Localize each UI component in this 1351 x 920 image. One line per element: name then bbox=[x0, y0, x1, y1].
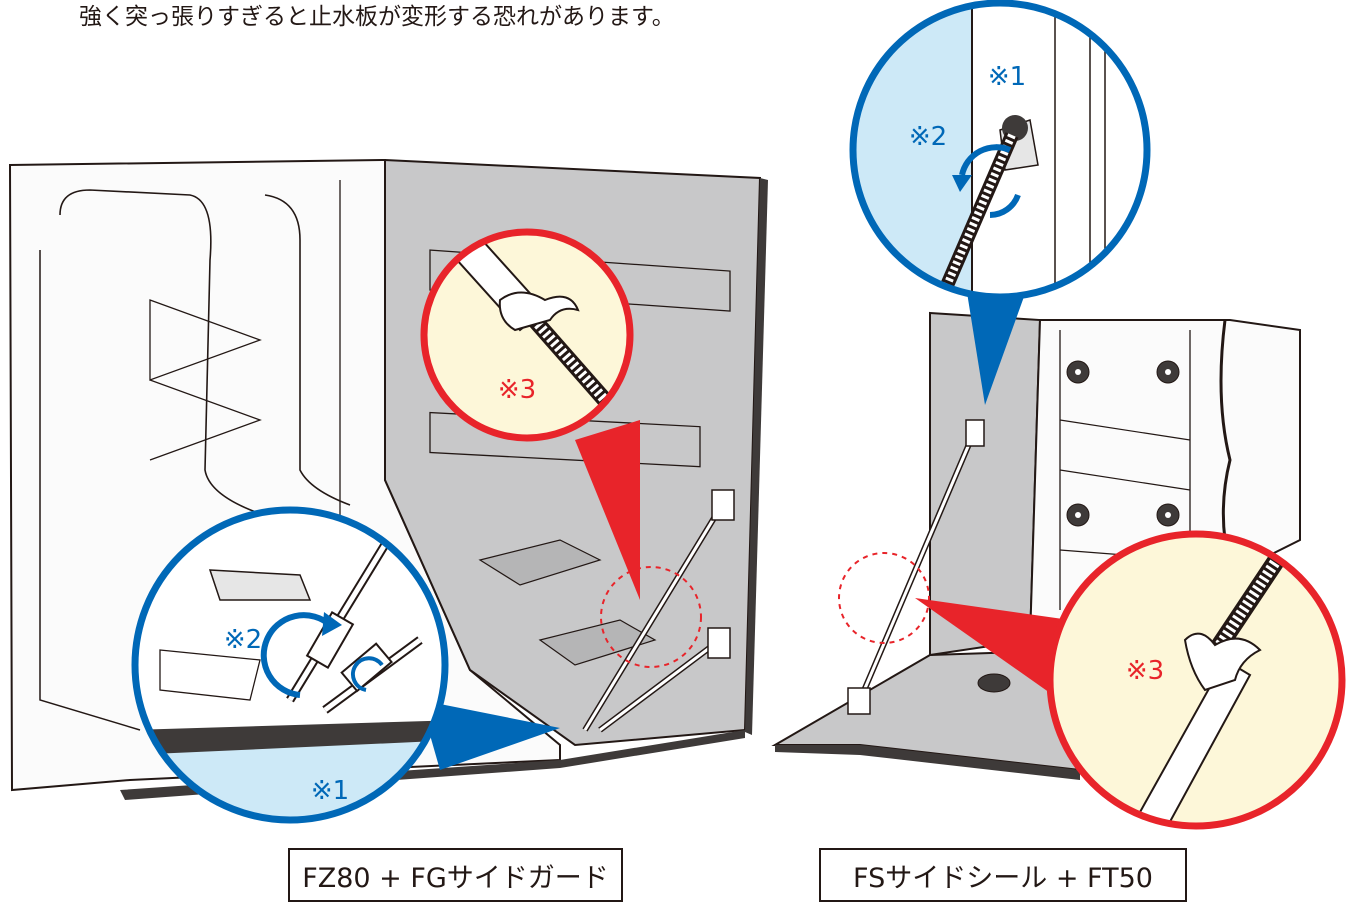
left-assembly: ※3 ※2 ※1 bbox=[8, 158, 768, 824]
right-mark-1: ※1 bbox=[988, 62, 1026, 92]
left-mark-3: ※3 bbox=[498, 375, 536, 405]
intro-text: 強く突っ張りすぎると止水板が変形する恐れがあります。 bbox=[79, 4, 675, 30]
right-detail-marker bbox=[838, 552, 930, 644]
right-detail-circle-3: ※3 bbox=[1046, 530, 1346, 830]
left-mark-1: ※1 bbox=[311, 776, 349, 806]
right-assembly: ※1 ※2 ※3 bbox=[771, 0, 1346, 830]
caption-right: FSサイドシール + FT50 bbox=[819, 848, 1187, 902]
left-detail-circle-1: ※2 ※1 bbox=[131, 506, 449, 824]
right-mark-2: ※2 bbox=[909, 122, 947, 152]
right-mark-3: ※3 bbox=[1126, 656, 1164, 686]
left-mark-2: ※2 bbox=[224, 625, 262, 655]
right-detail-circle-1: ※1 ※2 bbox=[849, 0, 1151, 301]
caption-left: FZ80 + FGサイドガード bbox=[288, 848, 623, 902]
left-detail-marker bbox=[600, 566, 702, 668]
